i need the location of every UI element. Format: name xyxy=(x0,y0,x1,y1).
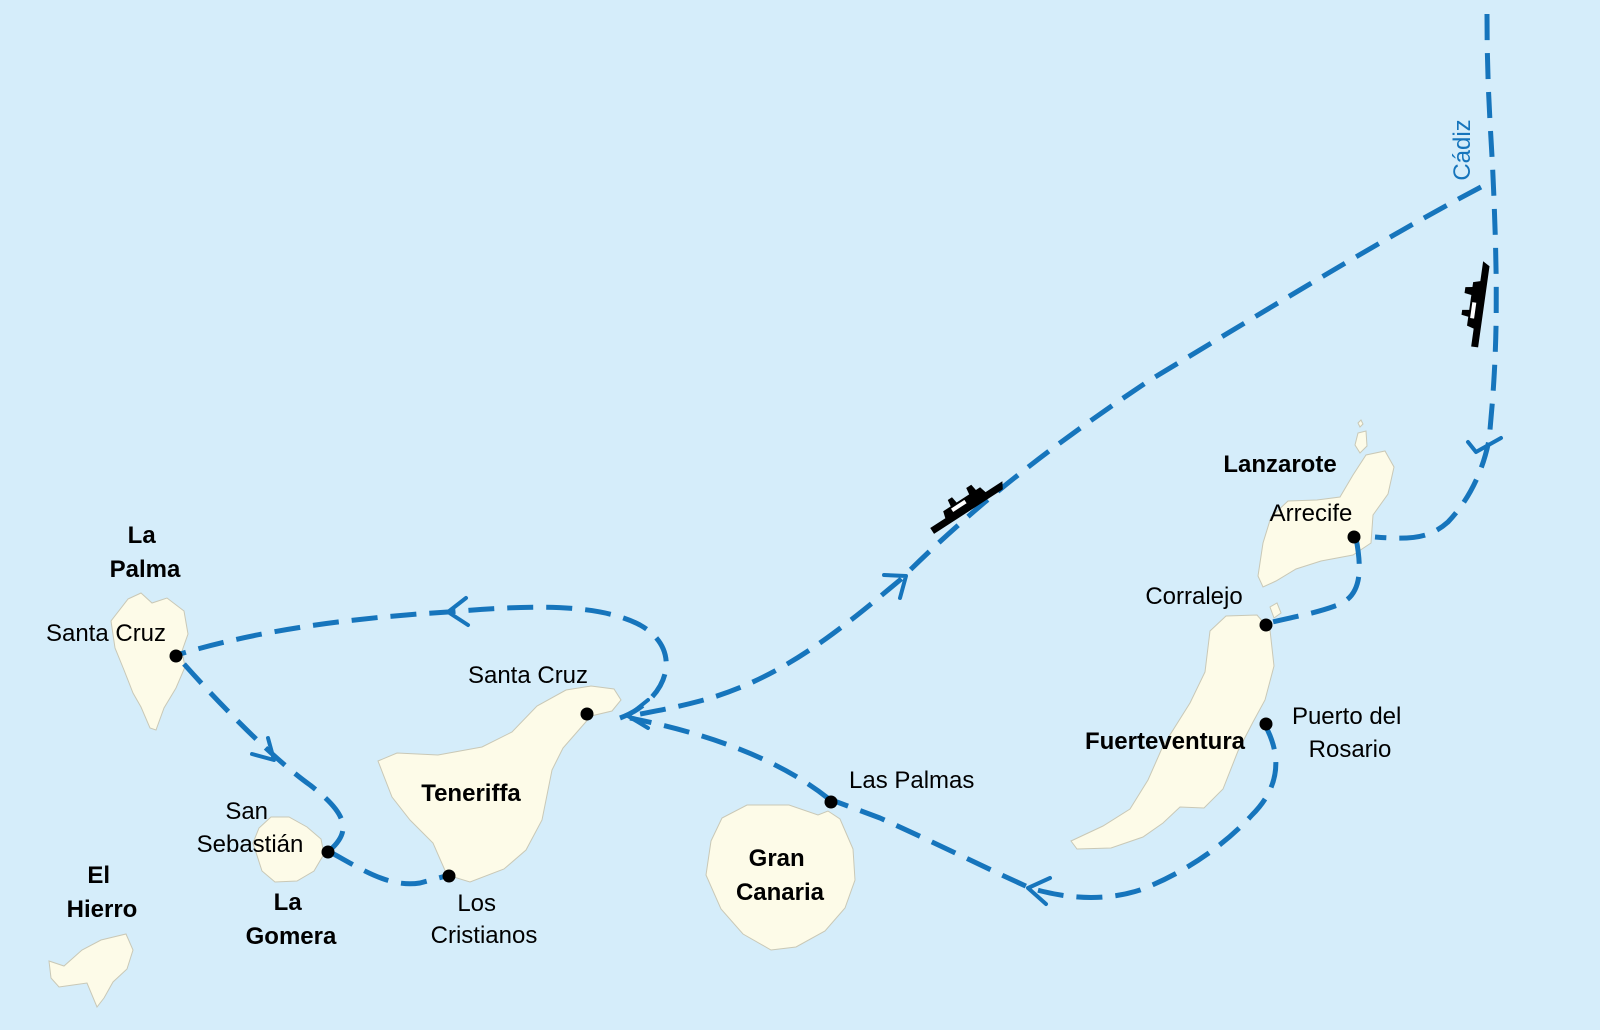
port-label-los-cristianos: Los Cristianos xyxy=(431,890,538,949)
port-marker-santa-cruz-tenerife xyxy=(580,707,594,721)
port-marker-los-cristianos xyxy=(442,869,456,883)
route-arrecife-corralejo xyxy=(1263,537,1362,627)
arrowhead-west-lower xyxy=(1026,876,1052,906)
port-label-arrecife: Arrecife xyxy=(1270,500,1353,527)
route-cadiz-lanzarote xyxy=(1374,13,1499,541)
port-marker-santa-cruz-la-palma xyxy=(169,649,183,663)
port-label-san-sebastian: San Sebastián xyxy=(197,798,304,858)
island-la-gomera xyxy=(252,816,325,883)
route-las-palmas-santa-cruz xyxy=(629,715,831,801)
route-santa-cruz-la-palma xyxy=(179,604,669,721)
route-label-cadiz: Cádiz xyxy=(1449,119,1476,180)
ship-icon xyxy=(930,481,1003,534)
island-label-el-hierro: El Hierro xyxy=(67,862,138,923)
island-label-la-gomera: La Gomera xyxy=(246,889,337,950)
route-la-gomera-los-cristianos xyxy=(328,849,447,887)
islet-alegranza xyxy=(1357,419,1364,428)
port-marker-puerto-del-rosario xyxy=(1259,717,1273,731)
arrowhead-southeast xyxy=(250,736,276,762)
island-el-hierro xyxy=(48,933,134,1008)
port-label-santa-cruz-la-palma: Santa Cruz xyxy=(46,620,166,647)
ship-icon xyxy=(1461,261,1490,348)
island-gran-canaria xyxy=(705,804,856,951)
islet-lobos xyxy=(1269,602,1282,619)
island-la-palma xyxy=(110,592,189,731)
island-lanzarote xyxy=(1257,450,1395,588)
island-label-gran-canaria: Gran Canaria xyxy=(736,845,825,906)
island-label-lanzarote: Lanzarote xyxy=(1223,451,1336,478)
arrowhead-northeast xyxy=(882,573,908,600)
route-puerto-rosario-las-palmas xyxy=(828,723,1279,900)
port-marker-san-sebastian xyxy=(321,845,335,859)
port-label-las-palmas: Las Palmas xyxy=(849,767,974,794)
port-label-puerto-del-rosario: Puerto del Rosario xyxy=(1292,703,1408,763)
port-label-santa-cruz-tenerife: Santa Cruz xyxy=(468,662,588,689)
port-marker-arrecife xyxy=(1347,530,1361,544)
port-label-corralejo: Corralejo xyxy=(1145,583,1242,610)
island-label-teneriffa: Teneriffa xyxy=(421,780,521,807)
port-marker-las-palmas xyxy=(824,795,838,809)
arrowhead-down xyxy=(1466,436,1503,454)
island-fuerteventura xyxy=(1070,614,1275,850)
islet-la-graciosa xyxy=(1354,430,1368,454)
arrowhead-west-upper xyxy=(446,596,470,627)
arrowhead-west-tenerife xyxy=(626,698,650,730)
island-label-fuerteventura: Fuerteventura xyxy=(1085,728,1246,755)
route-cadiz-santa-cruz xyxy=(629,184,1483,719)
route-la-palma-la-gomera xyxy=(182,662,346,852)
island-label-la-palma: La Palma xyxy=(110,522,181,583)
port-marker-corralejo xyxy=(1259,618,1273,632)
